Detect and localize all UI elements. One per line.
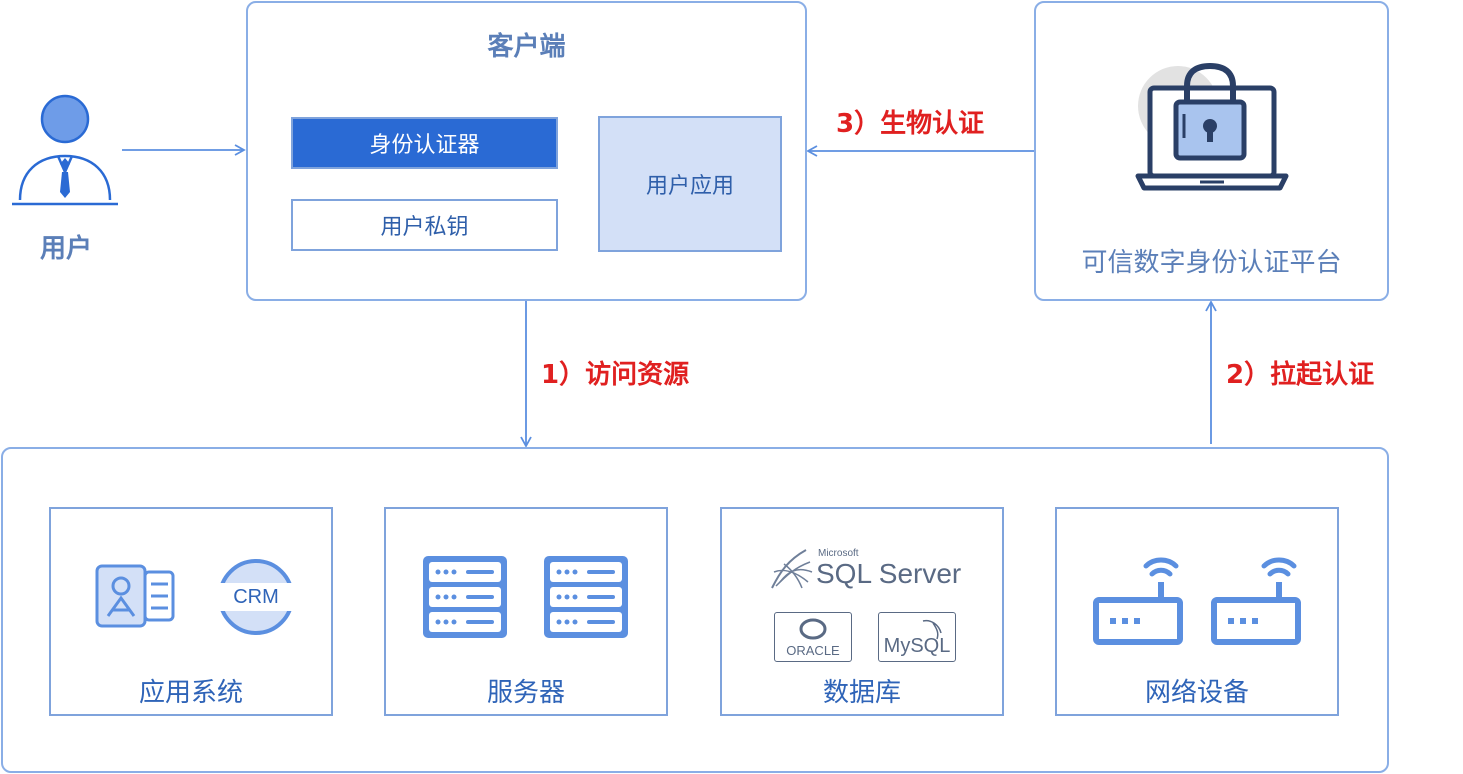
user-app-box[interactable]: 用户应用: [598, 116, 782, 252]
sql-brand: Microsoft: [818, 548, 859, 559]
sql-server-swirl-icon: [771, 549, 813, 589]
sql-text: SQL Server: [816, 558, 962, 589]
card-databases[interactable]: [720, 507, 1004, 716]
oracle-text: ORACLE: [786, 642, 840, 658]
oracle-logo: ORACLE: [774, 612, 852, 662]
step1-label: 1）访问资源: [541, 360, 690, 390]
user-figure: [10, 92, 122, 212]
laptop-lock-icon: [1135, 62, 1289, 191]
wifi-router-icon: [1208, 552, 1304, 646]
crm-text: CRM: [233, 585, 279, 608]
step3-label: 3）生物认证: [836, 109, 985, 139]
card-servers-label: 服务器: [486, 677, 565, 708]
platform-label: 可信数字身份认证平台: [1081, 247, 1342, 278]
card-app-systems-label: 应用系统: [138, 677, 243, 708]
step2-label: 2）拉起认证: [1226, 360, 1375, 390]
user-icon: [12, 94, 118, 206]
mysql-logo: MySQL: [878, 612, 956, 662]
user-label: 用户: [39, 233, 92, 264]
client-title: 客户端: [487, 31, 566, 62]
sql-server-logo: Microsoft SQL Server: [766, 542, 966, 594]
authenticator-box[interactable]: 身份认证器: [291, 117, 558, 169]
crm-icon: CRM: [216, 557, 296, 637]
server-icon: [420, 554, 510, 640]
contact-card-icon: [94, 560, 178, 634]
server-icon: [541, 554, 631, 640]
card-databases-label: 数据库: [822, 677, 901, 708]
wifi-router-icon: [1090, 552, 1186, 646]
card-network-devices-label: 网络设备: [1144, 677, 1249, 708]
private-key-box[interactable]: 用户私钥: [291, 199, 558, 251]
platform-illustration: [1130, 58, 1290, 193]
mysql-text: MySQL: [883, 634, 951, 657]
